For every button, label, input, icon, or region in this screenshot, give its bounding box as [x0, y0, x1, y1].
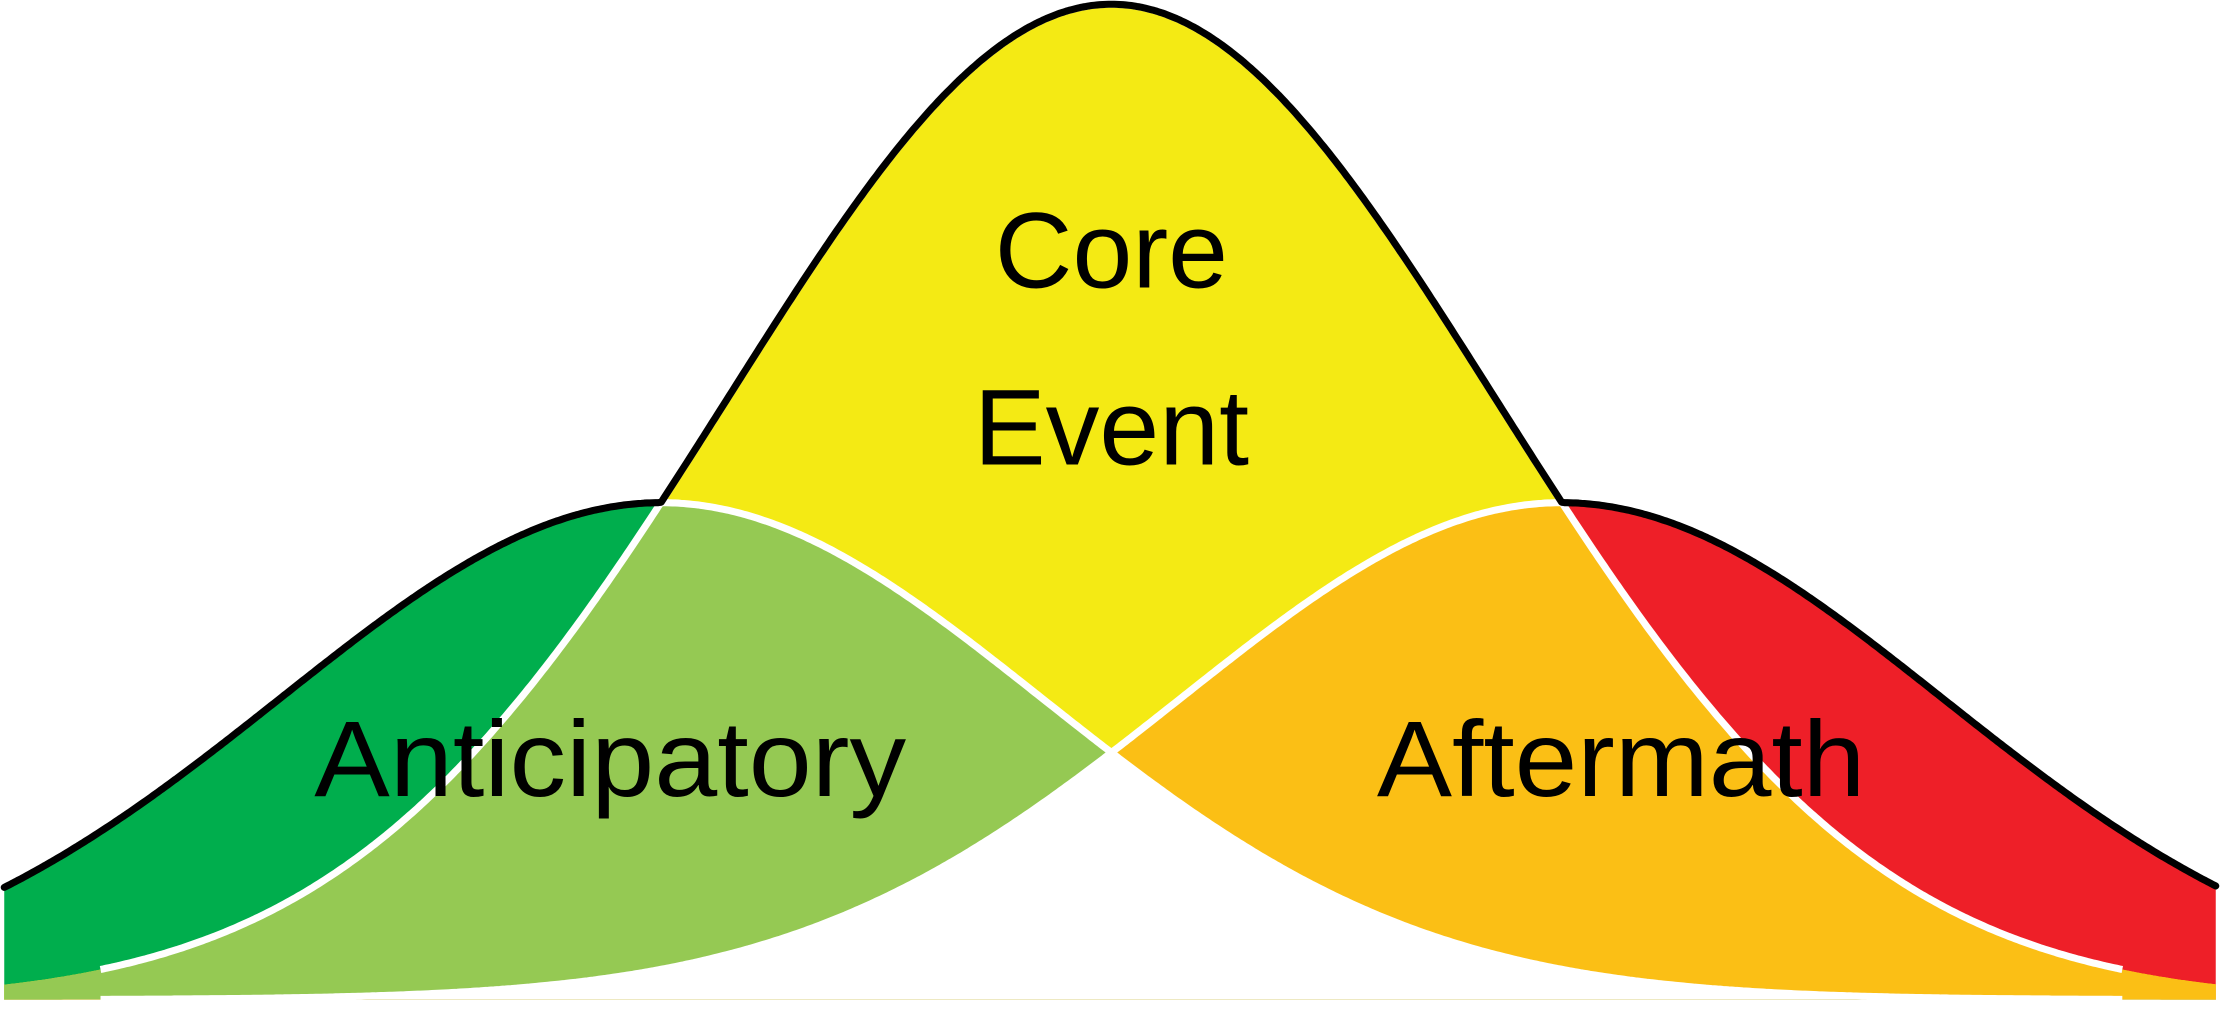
anticipatory-label: Anticipatory [314, 699, 906, 819]
aftermath-overlap-region [4, 502, 2216, 1000]
aftermath-divider-line [100, 499, 1562, 1003]
anticipatory-divider-line [661, 499, 2123, 1003]
center-gap-region [4, 752, 2216, 1000]
core-label-line1: Core [995, 190, 1228, 310]
anticipatory-overlap-region [4, 502, 2216, 1000]
core-label-line2: Event [974, 367, 1249, 487]
aftermath-label: Aftermath [1377, 699, 1865, 819]
outer-outline [0, 0, 2220, 891]
